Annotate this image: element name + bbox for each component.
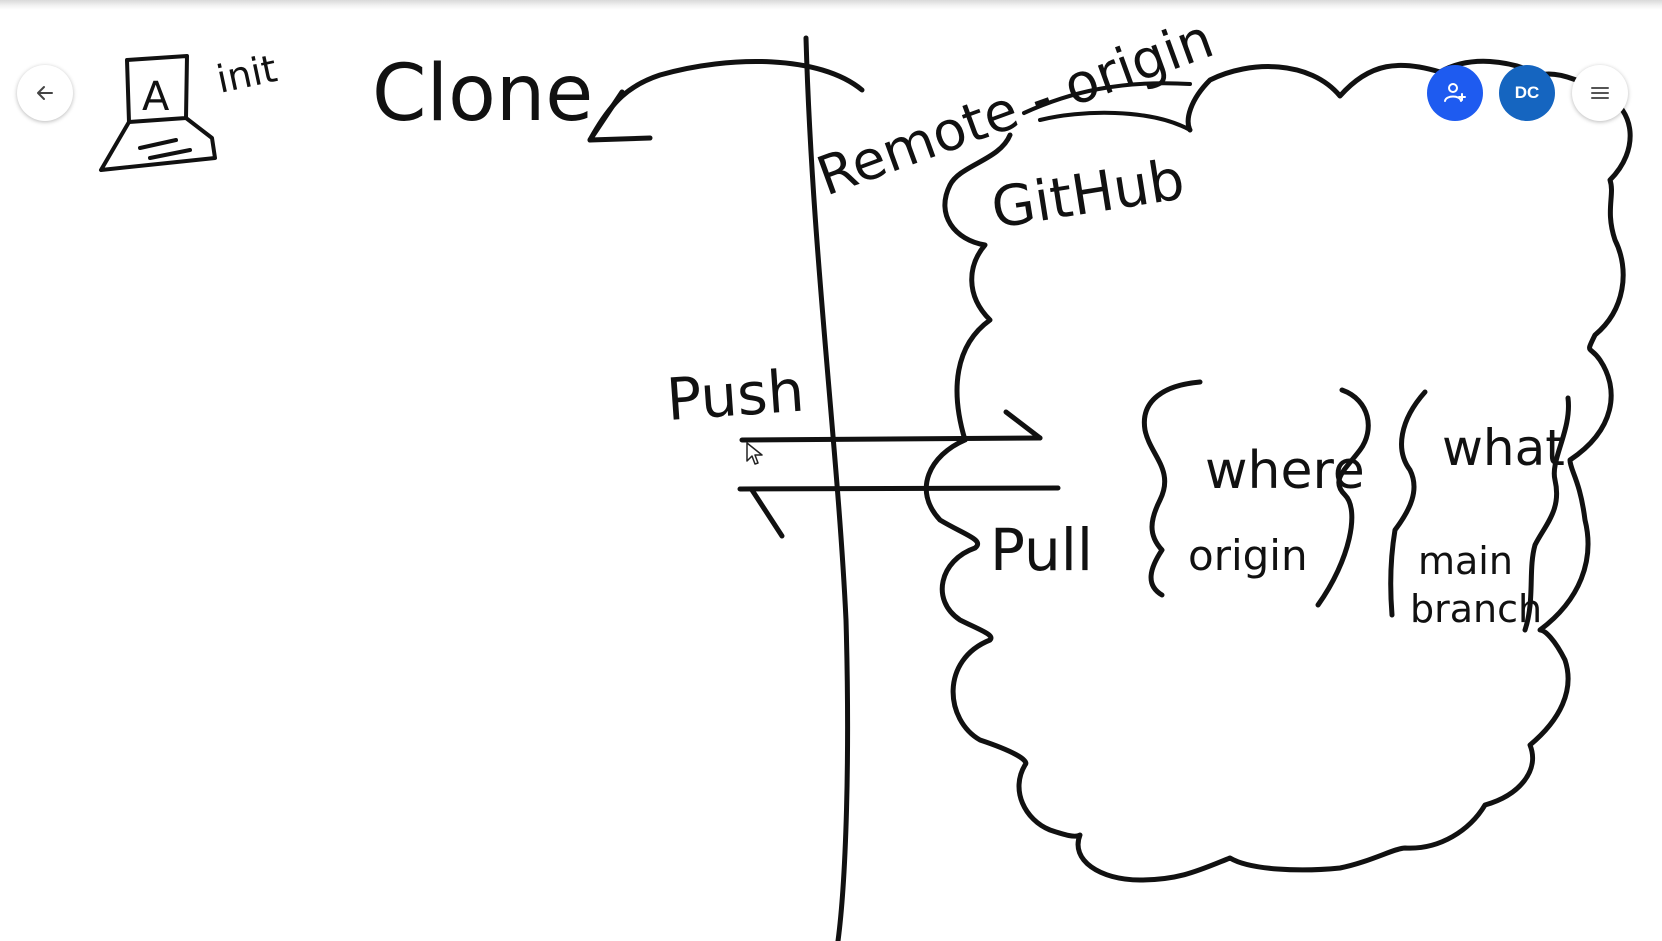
push-arrow	[739, 435, 1043, 443]
pull-arrow-head	[749, 487, 785, 539]
pull-label: Pull	[990, 516, 1093, 584]
push-label: Push	[664, 357, 806, 434]
arrow-left-icon	[37, 86, 53, 100]
what-label: what	[1442, 419, 1565, 477]
clone-arrow-head	[587, 89, 653, 143]
top-edge-shadow	[0, 0, 1662, 10]
share-button[interactable]	[1427, 65, 1483, 121]
init-label: init	[213, 46, 281, 102]
where-left-brace	[1141, 379, 1203, 598]
clone-arrow	[587, 59, 865, 143]
laptop-drawing	[99, 54, 217, 172]
branch-label: branch	[1410, 587, 1542, 631]
menu-button[interactable]	[1572, 65, 1628, 121]
hamburger-menu-icon	[1591, 87, 1609, 99]
where-right-brace	[1315, 387, 1371, 608]
pull-arrow	[737, 485, 1061, 492]
user-avatar[interactable]: DC	[1499, 65, 1555, 121]
origin-label: origin	[1188, 531, 1308, 580]
where-label: where	[1205, 441, 1365, 501]
mouse-cursor-icon	[746, 442, 763, 465]
cloud-inner-curve	[1038, 110, 1192, 132]
back-button[interactable]	[17, 65, 73, 121]
what-left-brace	[1388, 389, 1428, 618]
remote-underline	[1022, 81, 1192, 115]
person-add-icon	[1444, 83, 1466, 102]
laptop-letter: A	[142, 74, 170, 120]
push-arrow-head	[1003, 409, 1043, 441]
what-right-brace	[1522, 395, 1571, 633]
clone-label: Clone	[372, 49, 593, 139]
main-label: main	[1418, 539, 1513, 583]
github-label: GitHub	[987, 147, 1189, 242]
divider-line	[803, 35, 851, 941]
